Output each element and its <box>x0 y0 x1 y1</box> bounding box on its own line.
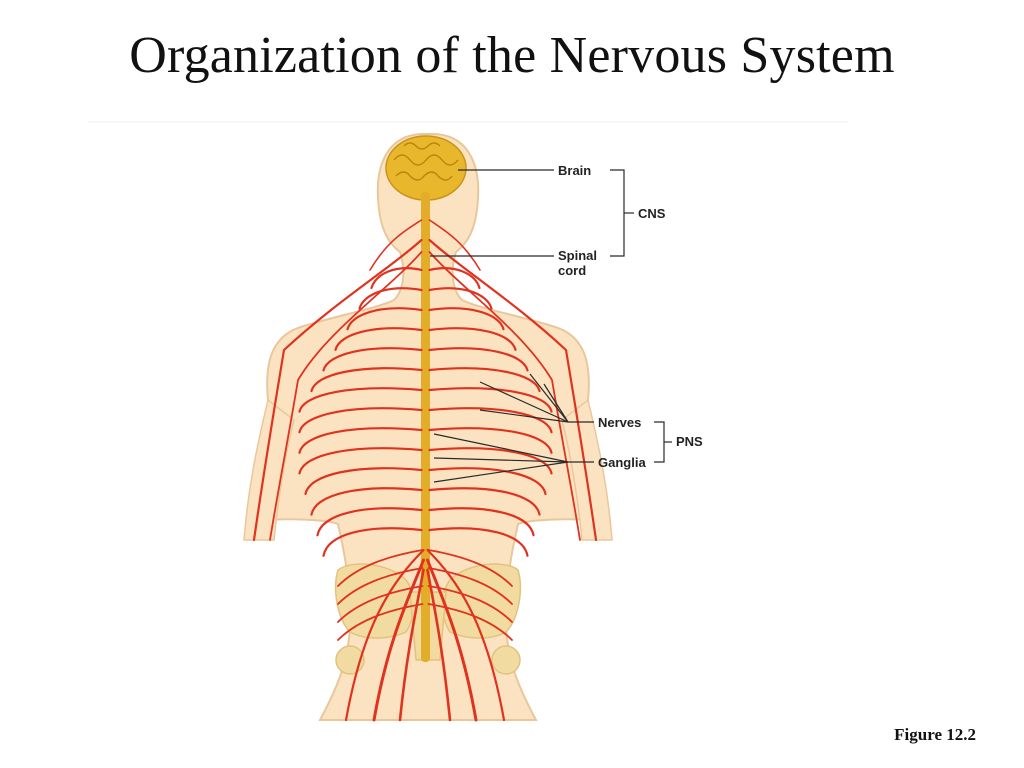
spinal-nerve-left <box>310 367 423 393</box>
ganglia-leader-3 <box>433 461 569 483</box>
arm-nerve-right-2 <box>428 251 581 541</box>
lumbar-nerve-right <box>427 549 513 587</box>
spinal-nerve-left <box>298 447 423 475</box>
left-arm <box>243 398 295 541</box>
lumbar-nerve-left <box>337 567 424 605</box>
spinal-nerve-left <box>316 507 423 537</box>
spinal-nerve-left <box>322 347 423 372</box>
pns-label: PNS <box>676 434 703 449</box>
ganglia-leader-2 <box>433 457 569 463</box>
leg-nerve-left <box>372 558 425 722</box>
spinal-nerve-right <box>428 507 535 537</box>
spinal-nerve-left <box>298 407 423 434</box>
pns-bracket <box>654 421 665 463</box>
leg-nerve-right <box>426 548 506 722</box>
brain-label: Brain <box>558 163 592 178</box>
spinal-nerve-right <box>428 327 517 351</box>
brain-folds <box>393 142 459 181</box>
nerve-leader-4 <box>543 383 569 423</box>
nerve-leader-3 <box>529 373 569 423</box>
spinal-nerve-right <box>428 347 529 372</box>
lumbar-nerve-left <box>337 585 424 623</box>
right-arm <box>561 398 613 541</box>
spinal-nerve-right <box>428 467 547 496</box>
arm-nerve-left-2 <box>269 251 423 541</box>
neck-nerve-right <box>428 219 481 271</box>
spinal-nerve-left <box>346 307 423 331</box>
peripheral-nerves <box>252 219 598 722</box>
lumbar-nerve-right <box>427 567 513 605</box>
leg-nerve-left <box>344 548 425 722</box>
figure-caption: Figure 12.2 <box>894 725 976 744</box>
cns-bracket <box>610 169 625 257</box>
spinal-nerve-left <box>298 387 423 413</box>
nervous-system-figure: Brain Spinal cord CNS Nerves Ganglia PNS <box>88 120 848 740</box>
spinal-nerve-right <box>428 427 553 454</box>
spinal-nerve-right <box>428 527 529 557</box>
cns-label: CNS <box>638 206 666 221</box>
brain-shape <box>385 135 467 201</box>
nerve-leader-2 <box>479 409 569 423</box>
left-hip-bone <box>334 563 415 639</box>
spinal-nerve-left <box>304 467 423 496</box>
ganglia-label: Ganglia <box>598 455 646 470</box>
ganglia-leader-1 <box>433 433 569 463</box>
spinal-nerve-left <box>334 327 423 351</box>
nerves-label: Nerves <box>598 415 642 430</box>
slide-title: Organization of the Nervous System <box>129 27 895 84</box>
spinal-nerve-right <box>428 387 553 413</box>
lumbar-nerve-right <box>427 603 513 641</box>
nerve-leader-1 <box>479 381 569 423</box>
spinal-cord-label: Spinal cord <box>558 248 598 278</box>
spinal-nerve-right <box>428 307 505 331</box>
spinal-nerve-right <box>428 267 481 290</box>
spinal-nerve-right <box>428 447 553 475</box>
lumbar-nerve-left <box>337 549 424 587</box>
spinal-nerve-right <box>428 407 553 434</box>
lumbar-nerve-right <box>427 585 513 623</box>
arm-nerve-right <box>428 238 598 542</box>
right-femur-head <box>491 645 521 675</box>
spinal-nerve-left <box>322 527 423 557</box>
body-illustration <box>88 121 848 722</box>
neck-nerve-left <box>369 219 423 271</box>
spinal-cord <box>421 192 430 662</box>
lumbar-nerve-left <box>337 603 424 641</box>
leader-lines <box>430 169 672 483</box>
spinal-nerve-left <box>310 487 423 516</box>
spinal-nerve-right <box>428 487 541 516</box>
spinal-nerve-left <box>298 427 423 454</box>
leg-nerve-right <box>426 558 478 722</box>
spinal-nerve-right <box>428 367 541 393</box>
spinal-nerve-left <box>370 267 423 290</box>
arm-nerve-left <box>252 238 423 542</box>
